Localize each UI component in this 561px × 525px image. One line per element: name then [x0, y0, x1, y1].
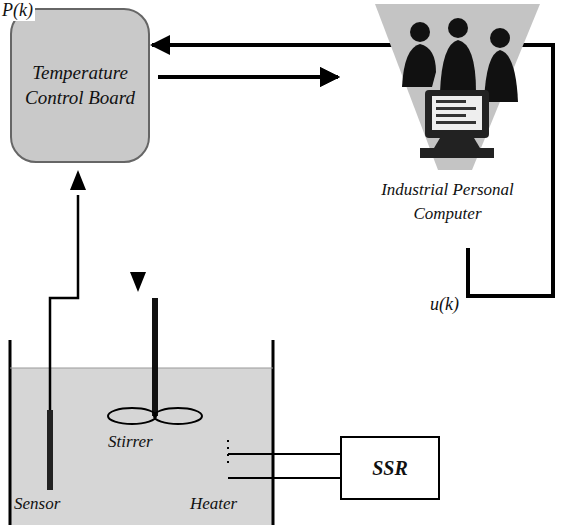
computer-node: Industrial Personal Computer [340, 2, 555, 230]
control-board: Temperature Control Board [10, 8, 150, 163]
sensor-wire [50, 195, 78, 488]
screen-line [436, 107, 476, 110]
screen-line [436, 121, 476, 124]
spotlight [375, 4, 540, 170]
part-label: Stirrer [108, 432, 153, 452]
person-head [490, 28, 510, 48]
sensor-arrowhead [70, 170, 86, 190]
person-head [448, 18, 468, 38]
person-body [440, 40, 476, 92]
signal-arrowhead [130, 272, 146, 292]
monitor-screen [432, 96, 482, 130]
node-label: Temperature Control Board [20, 61, 140, 110]
part-label: Sensor [14, 494, 60, 514]
keyboard [420, 148, 494, 158]
screen-line [436, 114, 466, 117]
person-body [402, 44, 436, 87]
person-head [410, 22, 430, 42]
monitor-stand [434, 138, 480, 148]
screen-line [436, 100, 466, 103]
sensor-probe [47, 410, 53, 490]
signal-arrow [152, 45, 553, 296]
signal-label: P(k) [0, 0, 35, 21]
signal-arrow [158, 75, 338, 79]
stirrer-shaft [152, 298, 158, 416]
monitor [425, 90, 489, 138]
stirrer-blade [108, 408, 156, 424]
heater-wire [228, 454, 340, 478]
signal-label: u(k) [428, 294, 461, 315]
device-label: SSR [372, 457, 408, 480]
person-body [484, 50, 518, 102]
node-label: Industrial Personal Computer [373, 178, 523, 226]
ssr-box: SSR [340, 436, 440, 500]
stirrer-blade [154, 408, 202, 424]
signal-arrow [158, 75, 338, 79]
part-label: Heater [190, 494, 237, 514]
